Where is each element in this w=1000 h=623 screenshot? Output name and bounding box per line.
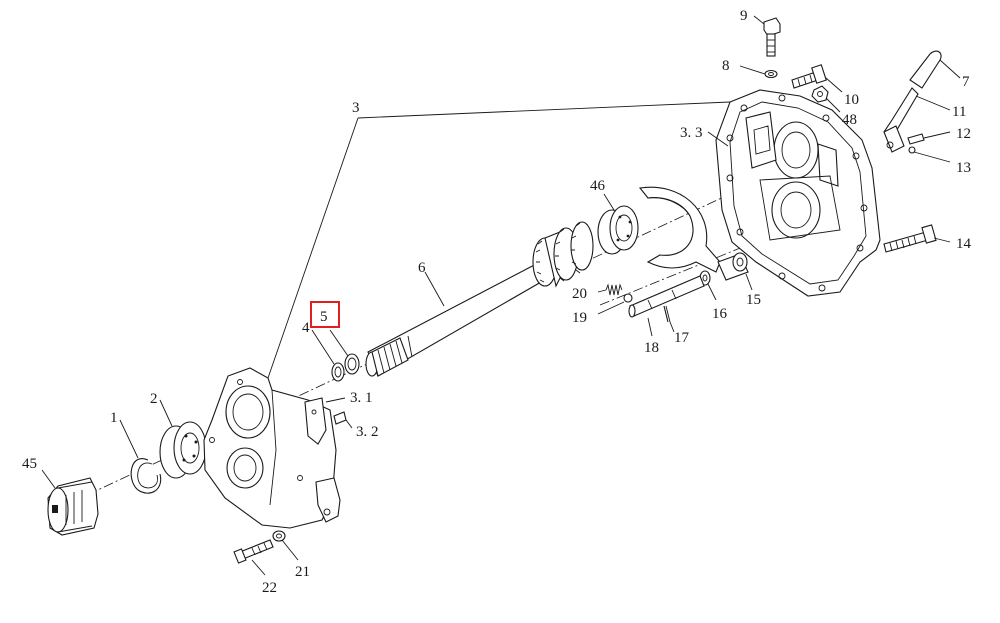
label-22: 22 bbox=[262, 580, 277, 596]
label-45: 45 bbox=[22, 456, 37, 472]
part-5-ring bbox=[329, 329, 360, 375]
part-15-sleeve bbox=[717, 252, 753, 291]
part-4-o-ring bbox=[311, 329, 345, 382]
label-19: 19 bbox=[572, 310, 587, 326]
part-13-pin bbox=[908, 146, 951, 163]
part-21-washer bbox=[272, 530, 299, 561]
label-5-highlight-box bbox=[310, 301, 340, 328]
label-5: 5 bbox=[320, 309, 328, 325]
part-6-shaft bbox=[365, 261, 549, 377]
part-17-pin bbox=[663, 305, 675, 333]
part-3-1-plate bbox=[304, 397, 346, 445]
part-48-nut bbox=[811, 85, 841, 113]
part-7-knob bbox=[909, 50, 961, 89]
part-45-coupling bbox=[41, 469, 99, 536]
part-12-pin bbox=[907, 131, 951, 145]
label-3-2: 3. 2 bbox=[356, 424, 379, 440]
label-7: 7 bbox=[962, 74, 970, 90]
shaft-gears bbox=[532, 221, 594, 288]
label-15: 15 bbox=[746, 292, 761, 308]
label-20: 20 bbox=[572, 286, 587, 302]
label-11: 11 bbox=[952, 104, 966, 120]
label-3: 3 bbox=[352, 100, 360, 116]
label-6: 6 bbox=[418, 260, 426, 276]
part-46-bearing bbox=[597, 193, 639, 255]
label-8: 8 bbox=[722, 58, 730, 74]
part-18-selector-rod bbox=[628, 275, 705, 337]
label-46: 46 bbox=[590, 178, 606, 194]
label-16: 16 bbox=[712, 306, 728, 322]
part-20-spring bbox=[597, 283, 623, 296]
label-12: 12 bbox=[956, 126, 971, 142]
leader-3-a bbox=[267, 117, 359, 379]
label-3-3: 3. 3 bbox=[680, 125, 703, 141]
shift-fork bbox=[638, 186, 721, 273]
label-13: 13 bbox=[956, 160, 971, 176]
part-10-bolt bbox=[791, 64, 843, 93]
label-4: 4 bbox=[302, 320, 310, 336]
part-19-ball bbox=[597, 293, 633, 315]
part-11-lever bbox=[883, 87, 951, 153]
label-1: 1 bbox=[110, 410, 118, 426]
part-14-bolt bbox=[883, 224, 951, 253]
label-48: 48 bbox=[842, 112, 857, 128]
label-10: 10 bbox=[844, 92, 859, 108]
part-9-plug bbox=[753, 15, 781, 57]
part-3-2-pin bbox=[333, 411, 353, 429]
part-3-front-housing bbox=[203, 367, 341, 529]
part-3-3-rear-cover bbox=[707, 89, 881, 297]
part-8-washer bbox=[739, 65, 778, 79]
label-21: 21 bbox=[295, 564, 310, 580]
label-9: 9 bbox=[740, 8, 748, 24]
leader-3-b bbox=[357, 101, 731, 119]
label-14: 14 bbox=[956, 236, 972, 252]
selector-axis-line bbox=[599, 239, 761, 306]
label-17: 17 bbox=[674, 330, 690, 346]
label-3-1: 3. 1 bbox=[350, 390, 373, 406]
part-22-bolt bbox=[233, 539, 274, 576]
part-1-circlip bbox=[119, 419, 162, 494]
part-2-bearing bbox=[159, 399, 207, 479]
label-2: 2 bbox=[150, 391, 158, 407]
label-18: 18 bbox=[644, 340, 659, 356]
